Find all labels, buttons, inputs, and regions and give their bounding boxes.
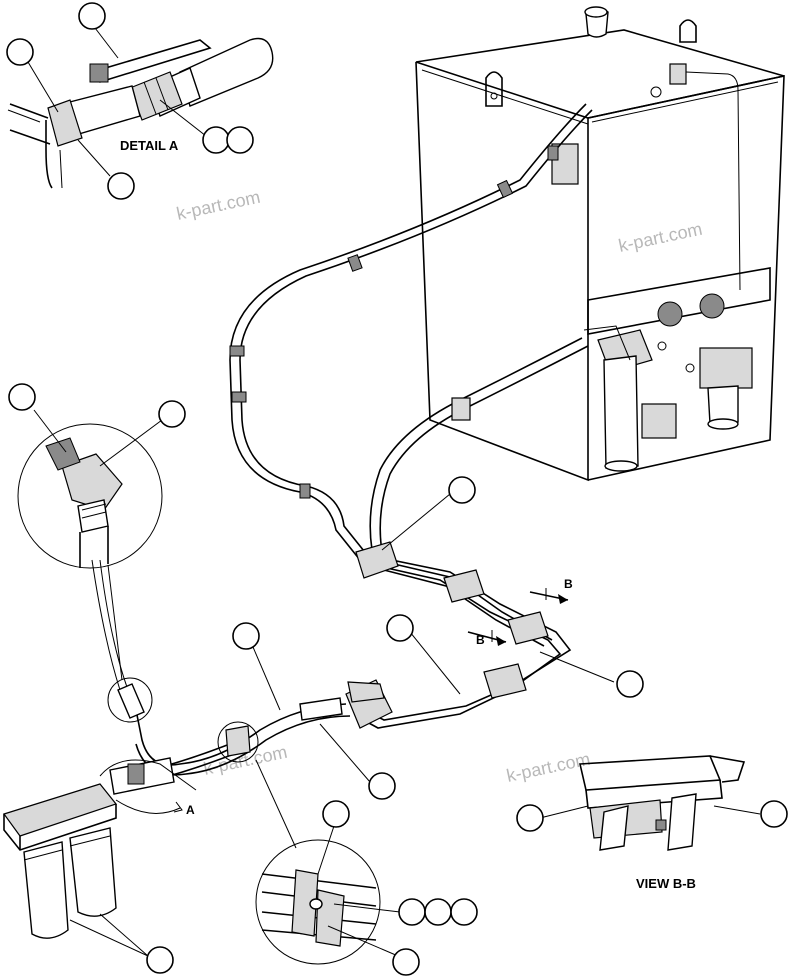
detail-a-drawing xyxy=(7,37,274,189)
watermark: k-part.com xyxy=(505,749,592,786)
leader-line xyxy=(77,139,111,177)
callout-bubble xyxy=(146,946,174,974)
callout-bubble xyxy=(386,614,414,642)
clamp-detail-callout-circle xyxy=(217,721,259,763)
filter-assembly xyxy=(3,783,118,939)
watermark: k-part.com xyxy=(617,219,704,256)
elbow-detail-circle xyxy=(107,677,153,723)
callout-bubble xyxy=(516,804,544,832)
view-b-b-title: VIEW B-B xyxy=(636,876,696,891)
hydraulic-tank xyxy=(415,6,785,482)
callout-bubble xyxy=(424,898,452,926)
sensor-detail-circle xyxy=(17,423,163,569)
callout-bubble xyxy=(8,383,36,411)
leader-lines xyxy=(33,409,761,957)
detail-a-title: DETAIL A xyxy=(120,138,179,153)
callout-bubble xyxy=(158,400,186,428)
callout-bubble xyxy=(616,670,644,698)
section-label-b: B xyxy=(564,577,573,591)
callout-bubble xyxy=(392,948,420,976)
callout-bubble xyxy=(448,476,476,504)
callout-bubble xyxy=(202,126,230,154)
callout-bubble xyxy=(760,800,788,828)
view-b-b-drawing xyxy=(579,755,746,851)
callout-bubble xyxy=(450,898,478,926)
leader-line xyxy=(91,23,119,59)
callout-bubbles xyxy=(6,2,788,976)
watermark: k-part.com xyxy=(175,187,262,224)
leader-line xyxy=(27,61,59,113)
leader-line xyxy=(159,99,207,137)
section-b-b-arrows xyxy=(467,588,569,646)
section-label-b: B xyxy=(476,633,485,647)
callout-bubble xyxy=(78,2,106,30)
callout-bubble xyxy=(368,772,396,800)
detail-arrow-label-a: A xyxy=(186,803,195,817)
hose-routing xyxy=(91,103,593,814)
detail-leader xyxy=(107,564,123,681)
callout-bubble xyxy=(107,172,135,200)
clamp-detail-circle xyxy=(255,839,381,965)
callout-bubble xyxy=(226,126,254,154)
callout-bubble xyxy=(398,898,426,926)
callout-bubble xyxy=(322,800,350,828)
detail-leader xyxy=(255,759,297,849)
callout-bubble xyxy=(6,38,34,66)
callout-bubble xyxy=(232,622,260,650)
